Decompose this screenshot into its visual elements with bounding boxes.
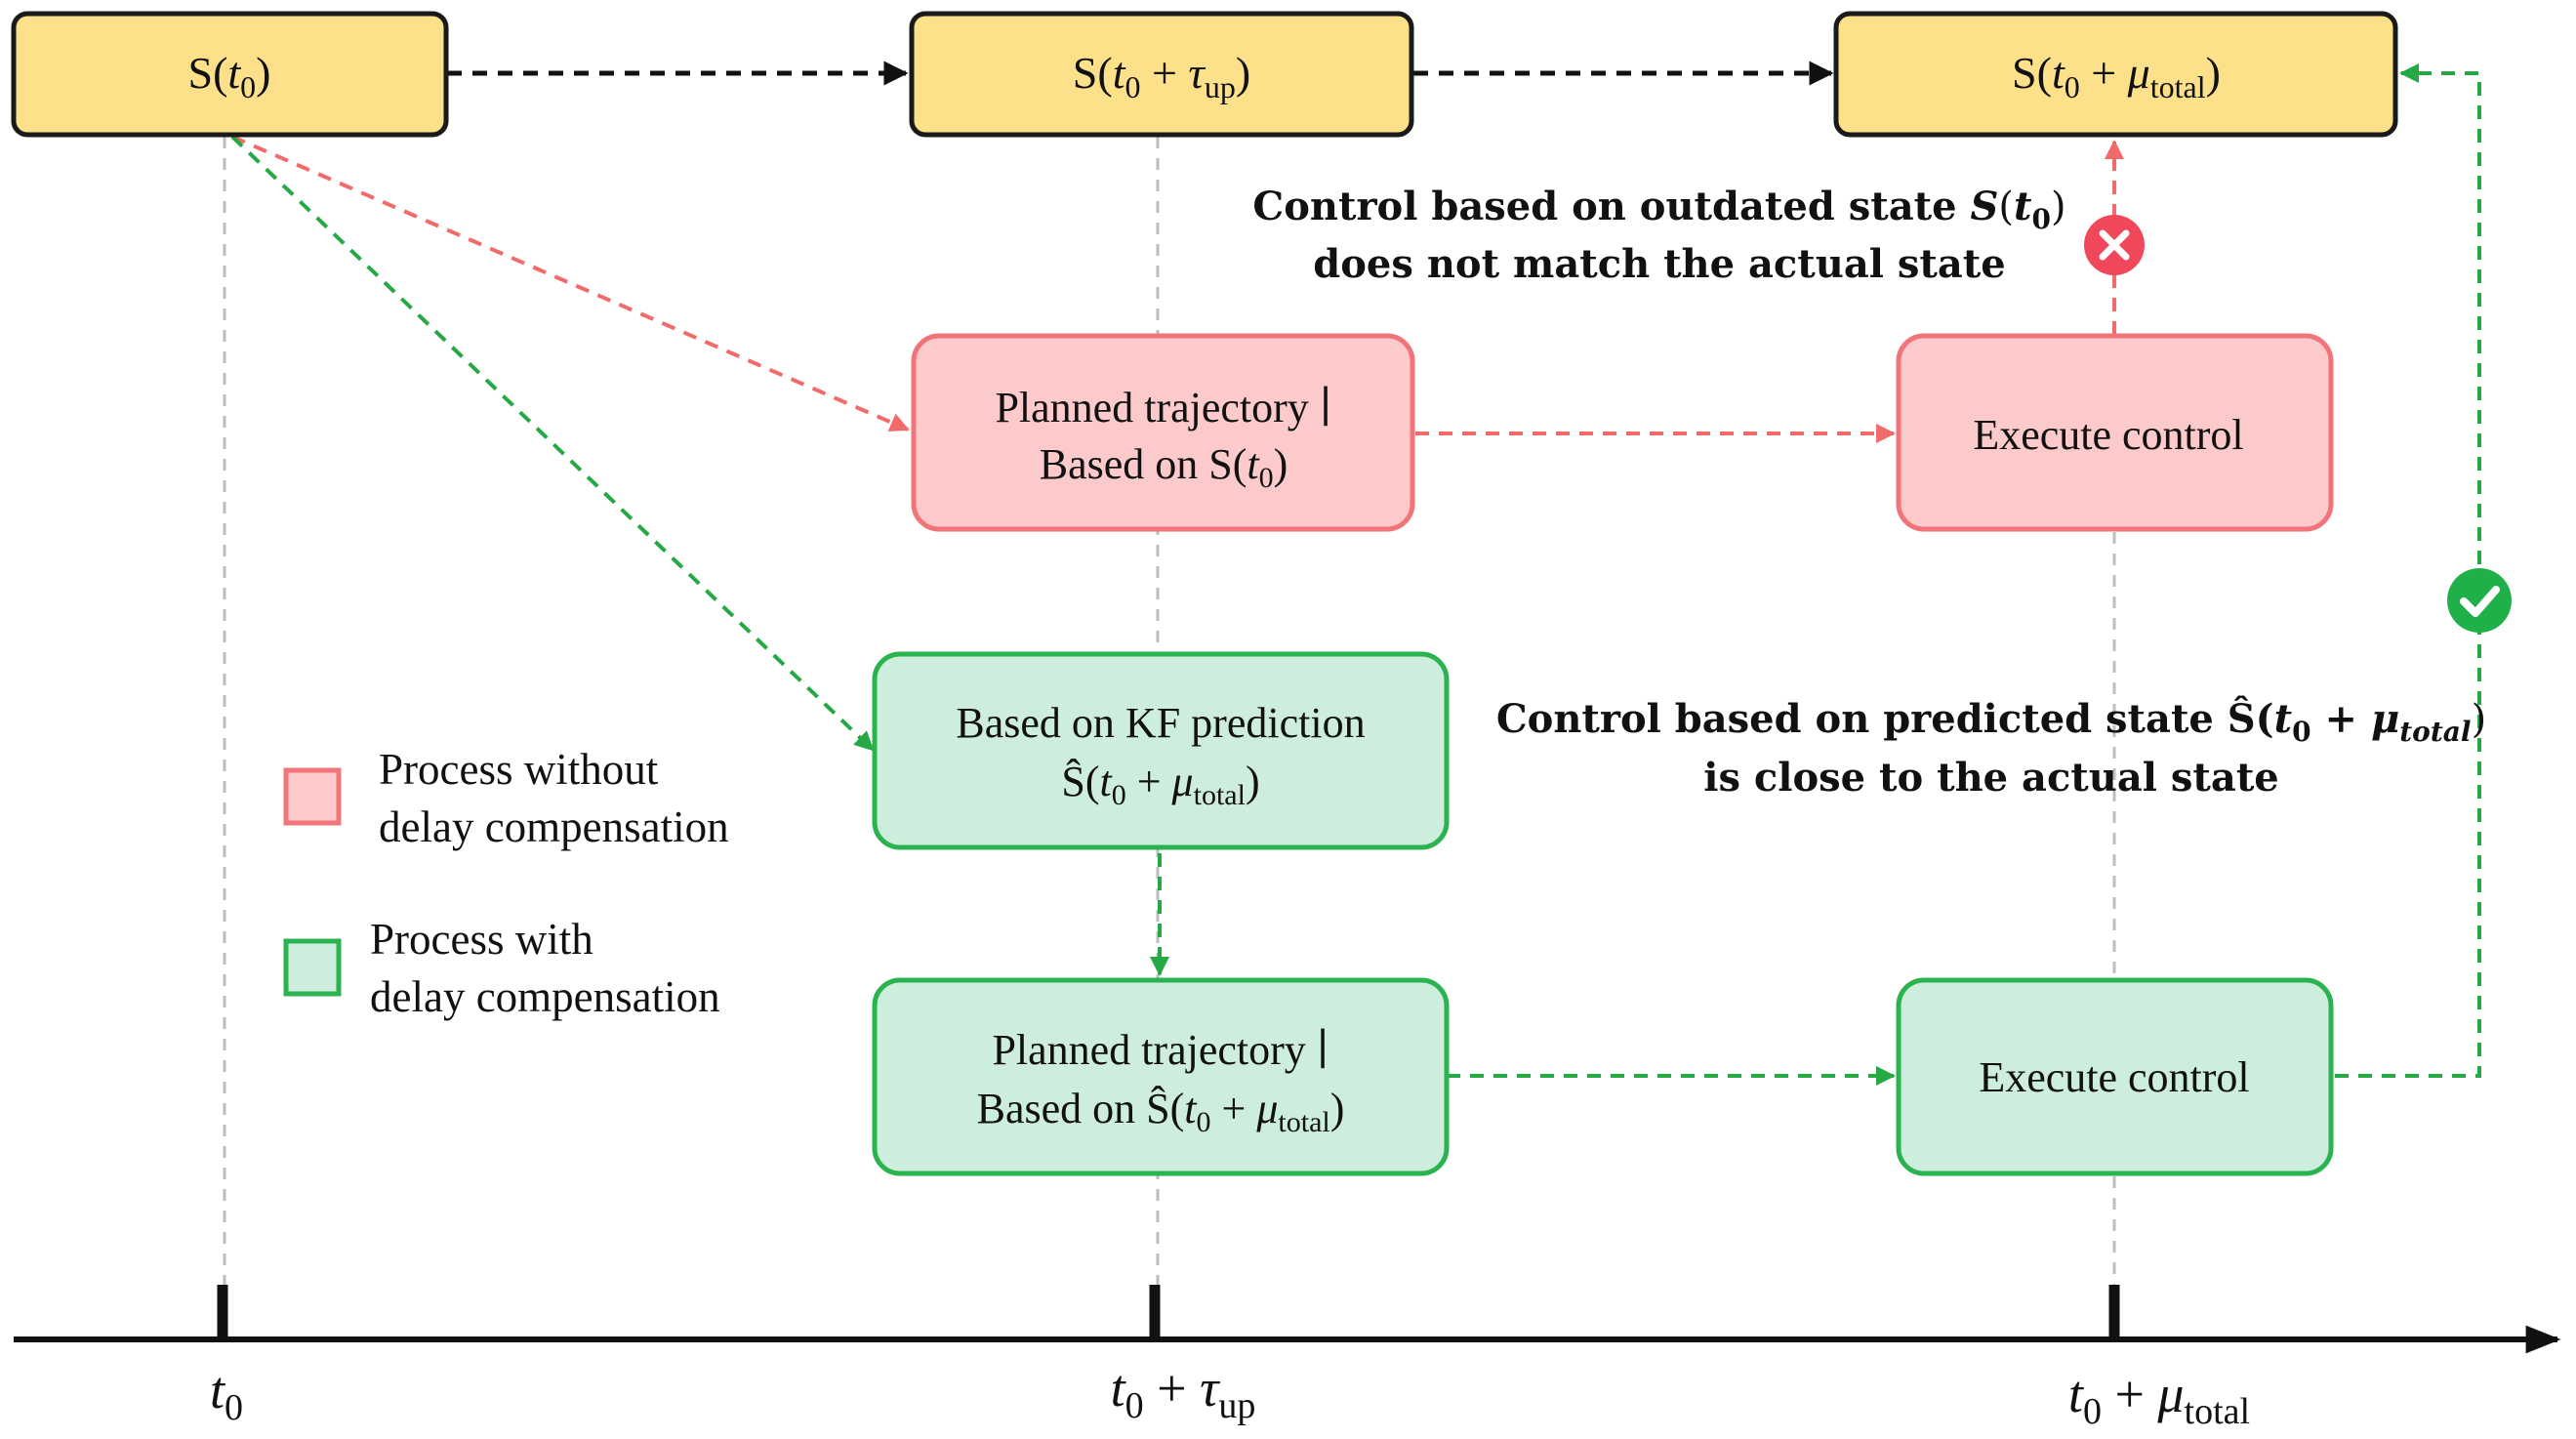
red-exec-box: Execute control [1896,333,2334,532]
green-note: Control based on predicted state Ŝ(t0 + … [1496,696,2486,801]
time-axis: t0 t0 + τup t0 + μtotal [14,1285,2561,1432]
arrow-s0-to-red-plan [231,135,910,432]
red-plan-box: Planned trajectory ∣ Based on S(t0) [911,333,1415,532]
legend-swatch-red [283,767,342,826]
green-kf-line2: Ŝ(t0 + μtotal) [1061,758,1259,811]
legend: Process without delay compensation Proce… [283,745,729,1021]
legend-swatch-green [283,938,342,997]
green-plan-box: Planned trajectory ∣ Based on Ŝ(t0 + μto… [872,977,1450,1176]
arrow-green-exec-to-stotal [2335,63,2481,1078]
arrow-s0-to-kf [230,135,875,752]
legend-green-line1: Process with [370,915,593,964]
state-label-s-up: S(t0 + τup) [1073,48,1250,104]
green-exec-box: Execute control [1896,977,2334,1176]
red-note-line2: does not match the actual state [1313,241,2005,287]
green-note-line1: Control based on predicted state Ŝ(t0 + … [1496,696,2486,748]
axis-label-t0: t0 [210,1361,243,1428]
red-exec-label: Execute control [1973,411,2243,459]
state-label-s-total: S(t0 + μtotal) [2012,48,2221,104]
state-box-s-total: S(t0 + μtotal) [1833,11,2398,138]
green-plan-line2: Based on Ŝ(t0 + μtotal) [977,1085,1345,1138]
legend-green-line2: delay compensation [370,972,720,1021]
x-circle-icon [2084,215,2145,275]
red-plan-line2: Based on S(t0) [1040,440,1288,494]
axis-label-t-up: t0 + τup [1111,1359,1256,1426]
state-box-s-up: S(t0 + τup) [909,11,1414,138]
axis-label-t-total: t0 + μtotal [2068,1365,2250,1432]
green-plan-line1: Planned trajectory ∣ [992,1026,1329,1074]
state-box-s0: S(t0) [11,11,449,138]
green-note-line2: is close to the actual state [1703,755,2279,801]
red-note: Control based on outdated state S(t0) do… [1252,184,2065,287]
legend-red-line1: Process without [379,745,659,794]
green-kf-line1: Based on KF prediction [956,699,1365,747]
green-kf-box: Based on KF prediction Ŝ(t0 + μtotal) [872,651,1450,850]
green-exec-label: Execute control [1979,1053,2249,1101]
legend-red-line2: delay compensation [379,802,729,851]
red-plan-line1: Planned trajectory ∣ [995,384,1331,432]
red-note-line1: Control based on outdated state S(t0) [1252,184,2065,235]
state-label-s0: S(t0) [187,48,270,104]
check-circle-icon [2447,568,2512,633]
